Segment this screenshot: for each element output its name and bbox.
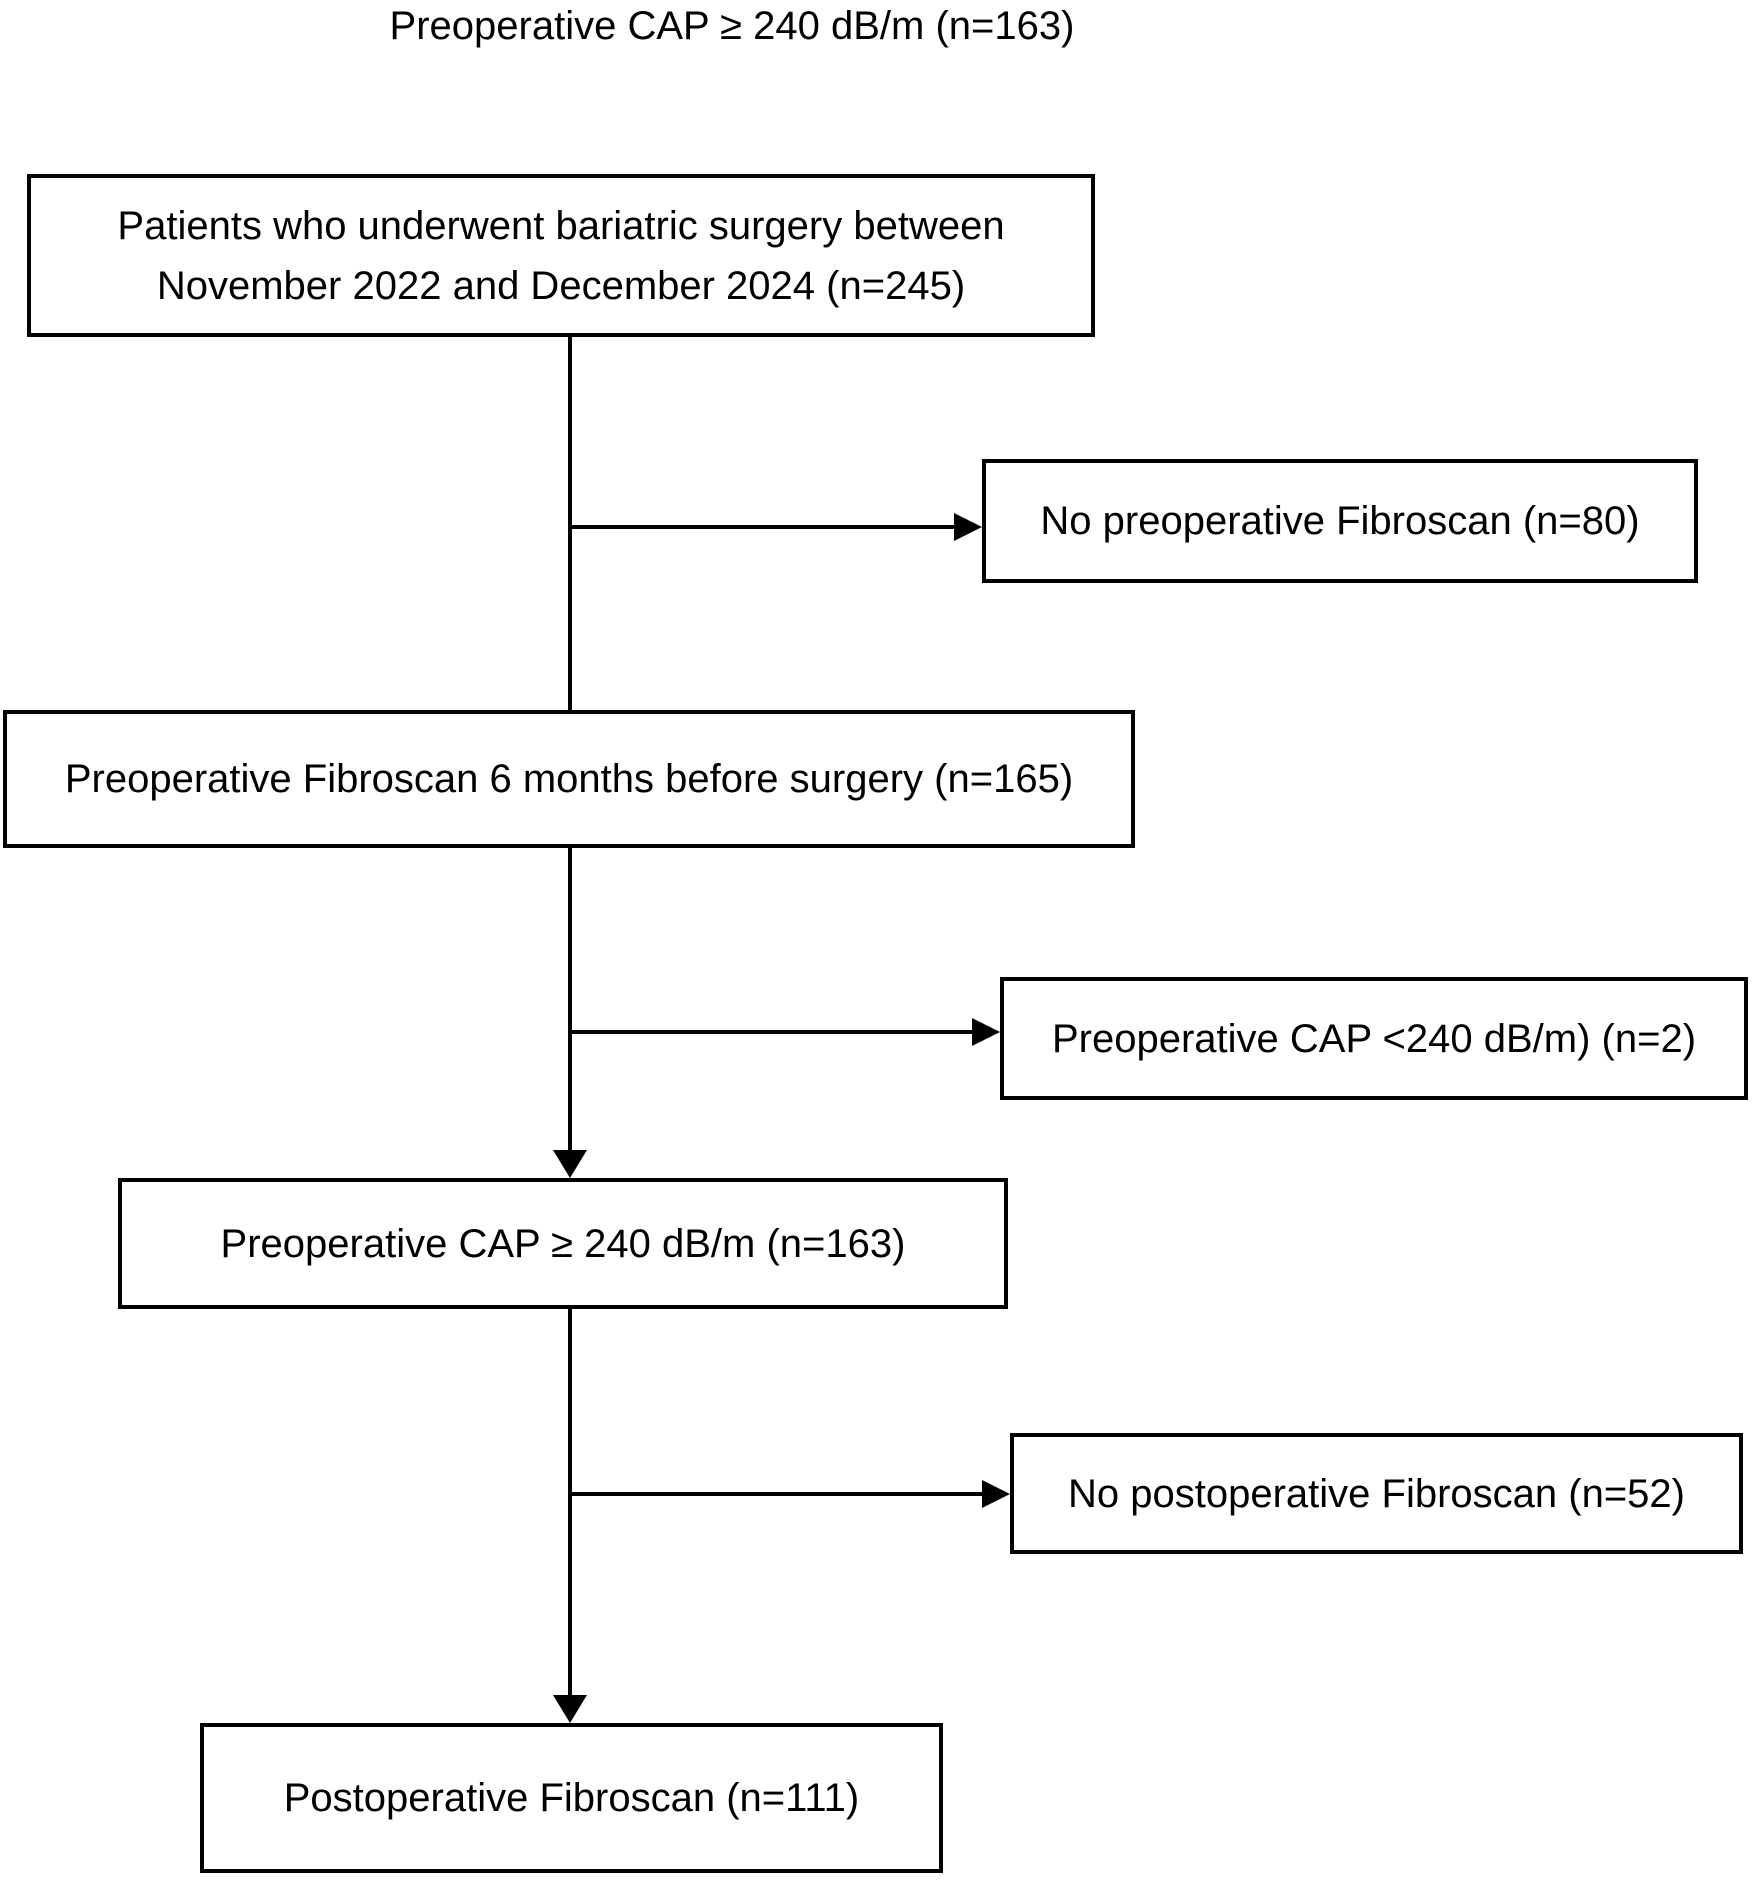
box-bariatric-surgery-line2: November 2022 and December 2024 (n=245) bbox=[156, 263, 966, 308]
box-cap-below-240: Preoperative CAP <240 dB/m) (n=2) bbox=[1000, 977, 1748, 1100]
box-bariatric-surgery-line1: Patients who underwent bariatric surgery… bbox=[117, 203, 1005, 248]
box-postop-fibroscan-label: Postoperative Fibroscan (n=111) bbox=[283, 1776, 860, 1820]
figure-title: Preoperative CAP ≥ 240 dB/m (n=163) bbox=[389, 4, 1075, 48]
box-no-postop-fibroscan-label: No postoperative Fibroscan (n=52) bbox=[1068, 1471, 1685, 1516]
connector-surgery-to-preop bbox=[568, 337, 572, 710]
arrowhead-right-icon bbox=[972, 1018, 1000, 1046]
box-preop-fibroscan: Preoperative Fibroscan 6 months before s… bbox=[3, 710, 1135, 848]
connector-branch-no-postop bbox=[568, 1492, 982, 1496]
arrowhead-down-icon bbox=[553, 1150, 587, 1178]
box-cap-below-240-label: Preoperative CAP <240 dB/m) (n=2) bbox=[1051, 1016, 1697, 1061]
connector-branch-no-preop bbox=[568, 525, 954, 529]
box-postop-fibroscan: Postoperative Fibroscan (n=111) bbox=[200, 1723, 943, 1873]
box-bariatric-surgery-text: Patients who underwent bariatric surgery… bbox=[117, 196, 1004, 316]
box-no-postop-fibroscan: No postoperative Fibroscan (n=52) bbox=[1010, 1433, 1743, 1554]
connector-cap-to-postop bbox=[568, 1309, 572, 1696]
box-preop-fibroscan-label: Preoperative Fibroscan 6 months before s… bbox=[64, 757, 1074, 801]
box-cap-at-least-240-label: Preoperative CAP ≥ 240 dB/m (n=163) bbox=[220, 1221, 906, 1266]
arrowhead-down-icon bbox=[553, 1695, 587, 1723]
arrowhead-right-icon bbox=[954, 513, 982, 541]
box-no-preop-fibroscan: No preoperative Fibroscan (n=80) bbox=[982, 459, 1698, 583]
arrowhead-right-icon bbox=[982, 1480, 1010, 1508]
box-bariatric-surgery: Patients who underwent bariatric surgery… bbox=[27, 174, 1095, 337]
connector-preop-to-cap bbox=[568, 848, 572, 1151]
box-cap-at-least-240: Preoperative CAP ≥ 240 dB/m (n=163) bbox=[118, 1178, 1008, 1309]
connector-branch-cap-below bbox=[568, 1030, 972, 1034]
box-no-preop-fibroscan-label: No preoperative Fibroscan (n=80) bbox=[1040, 499, 1640, 543]
